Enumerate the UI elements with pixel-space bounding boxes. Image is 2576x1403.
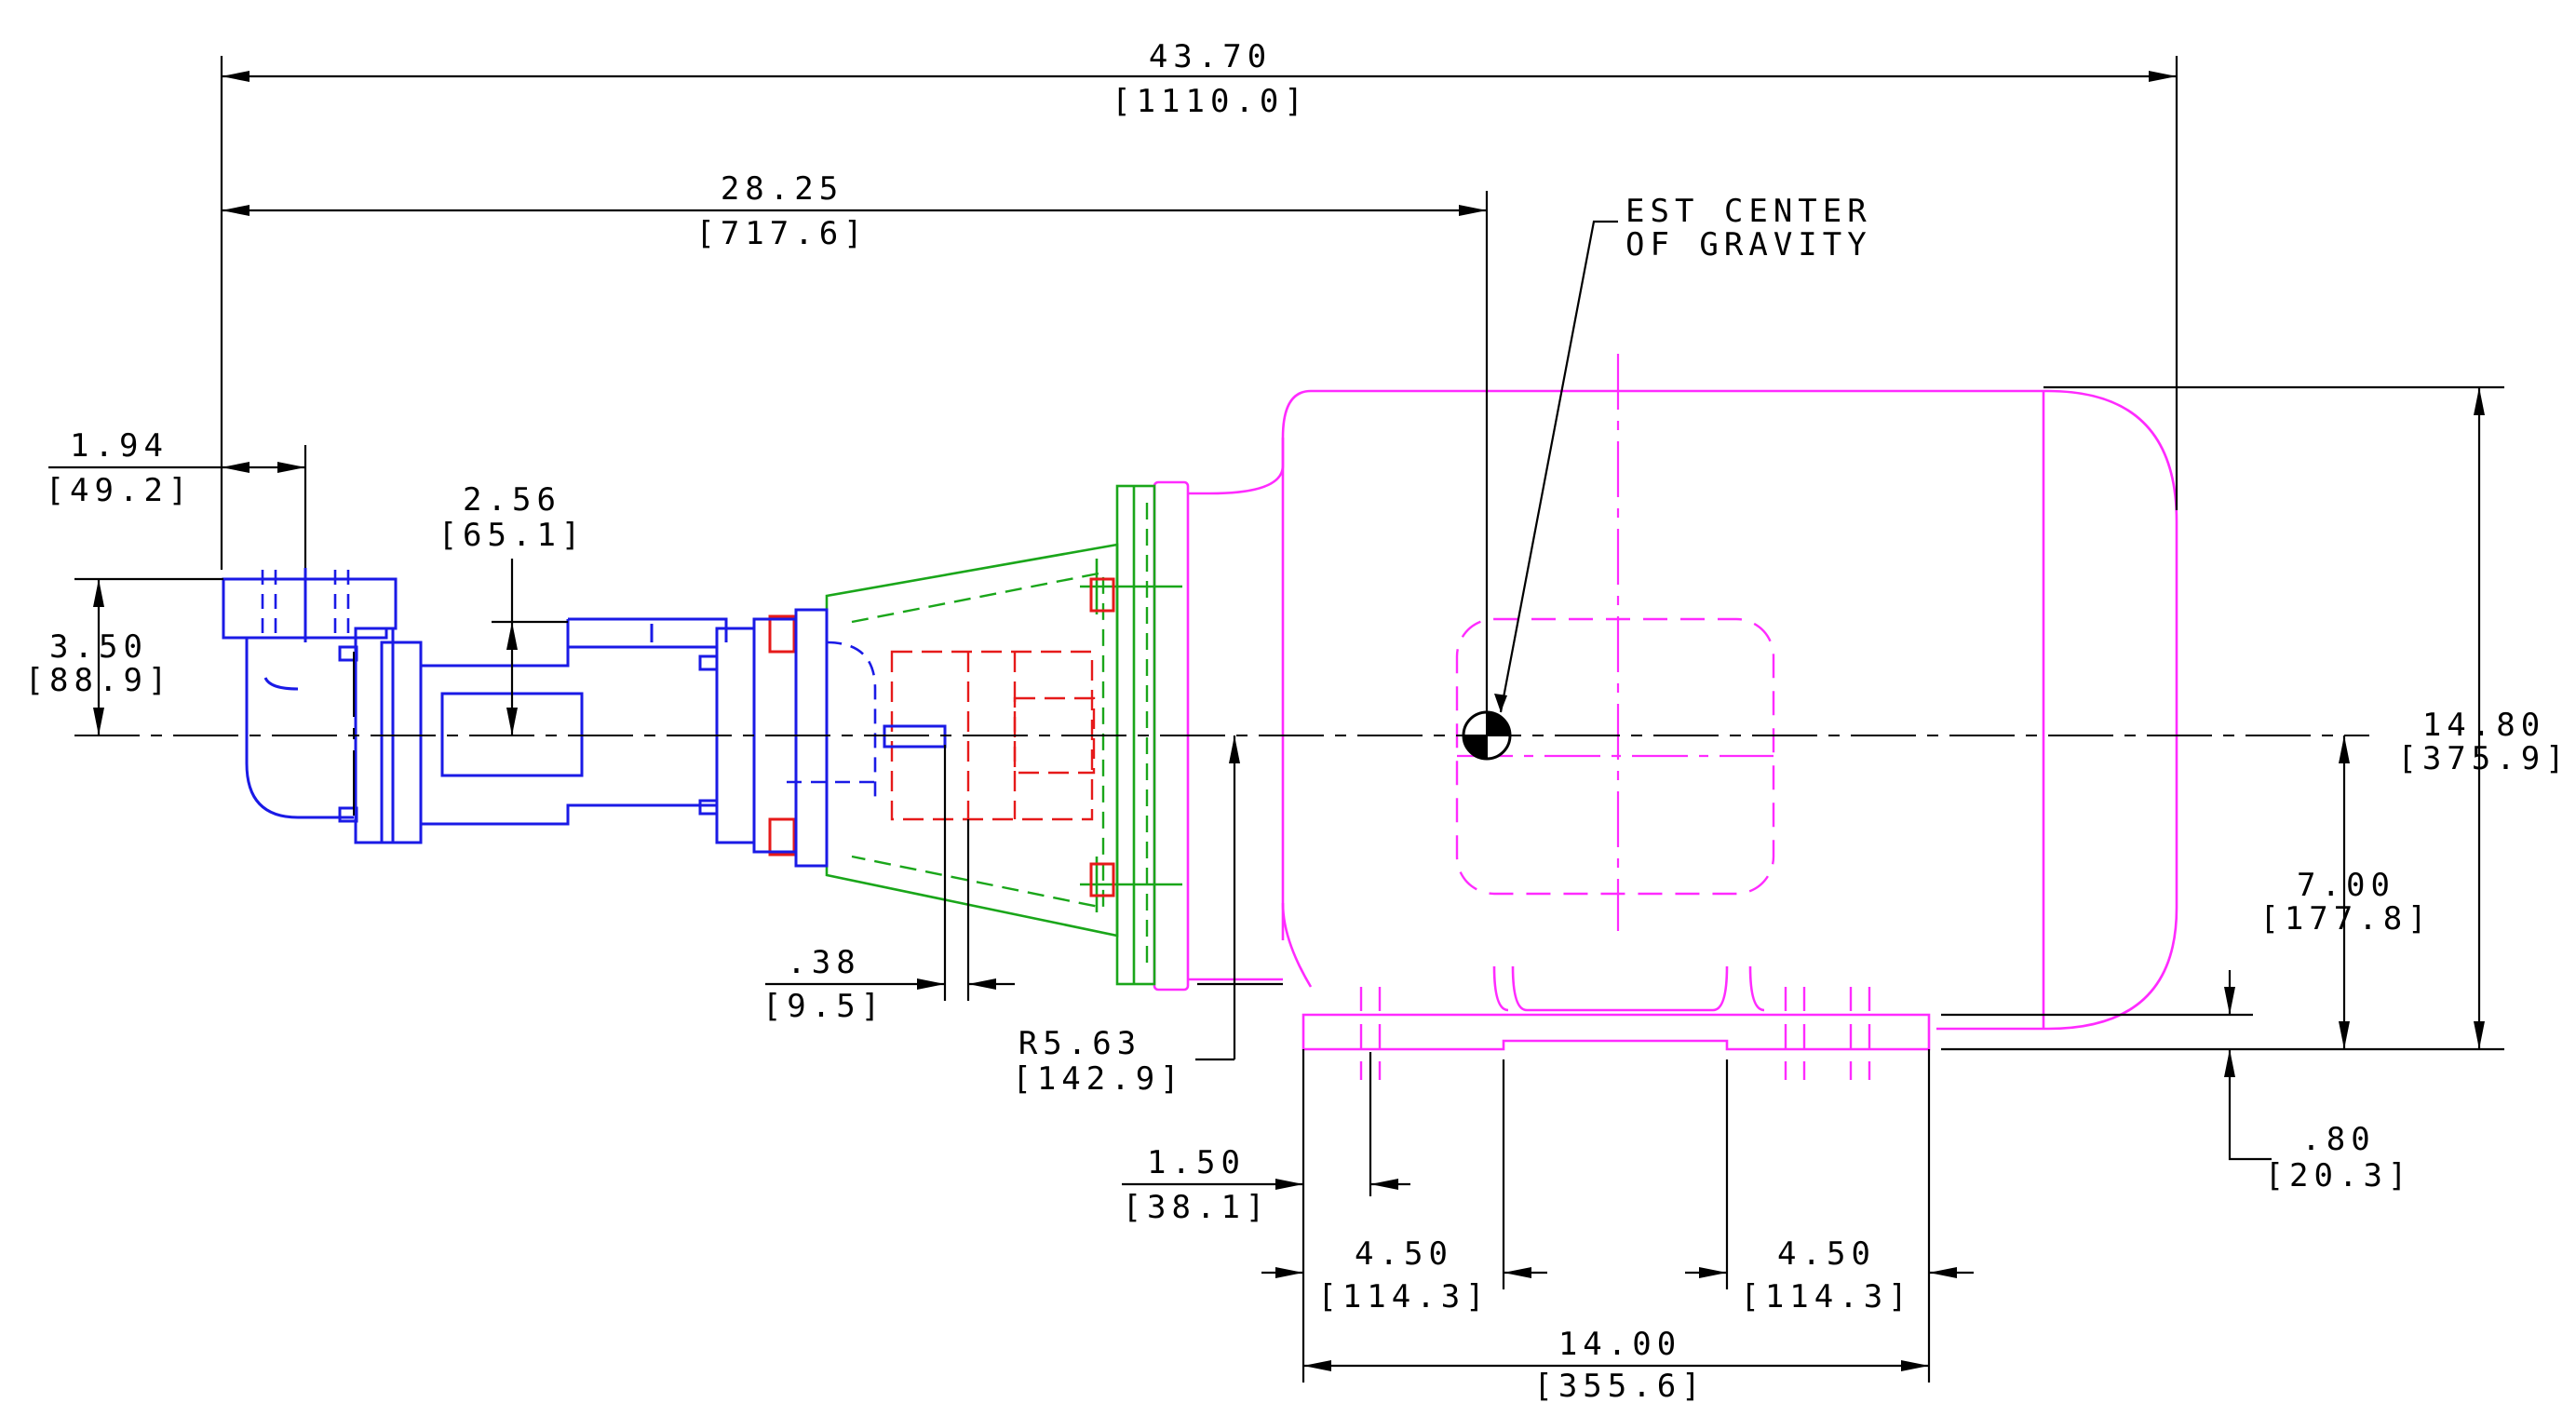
dim-foot-span <box>1303 1360 1929 1371</box>
dim-cg-location-mm: [717.6] <box>695 215 868 252</box>
motor-outline <box>1153 354 2178 1080</box>
dim-suction-offset-in: 1.94 <box>70 427 169 465</box>
dim-foot-right-mm: [114.3] <box>1740 1278 1912 1315</box>
dim-foot-offset-mm: [38.1] <box>1123 1189 1271 1226</box>
dim-suction-offset <box>48 445 307 568</box>
dim-discharge-height-in: 2.56 <box>463 481 561 519</box>
dim-radius <box>1195 735 1283 1061</box>
dim-foot-right-in: 4.50 <box>1777 1235 1876 1273</box>
center-of-gravity-symbol <box>1462 710 1512 761</box>
dim-overall-height-mm: [375.9] <box>2397 740 2569 777</box>
dim-foot-right <box>1685 1049 1974 1383</box>
dim-foot-left <box>1261 1059 1547 1289</box>
dim-suction-height-mm: [88.9] <box>25 662 173 699</box>
dim-foot-span-in: 14.00 <box>1558 1326 1681 1363</box>
dim-coupling-gap-mm: [9.5] <box>762 988 885 1025</box>
dim-discharge-height-mm: [65.1] <box>438 517 587 554</box>
dim-base-thickness <box>1941 970 2272 1161</box>
dim-radius-mm: [142.9] <box>1012 1060 1184 1098</box>
dim-foot-offset-in: 1.50 <box>1147 1144 1246 1181</box>
dim-overall-length-mm: [1110.0] <box>1112 83 1309 120</box>
dim-discharge-height <box>492 559 568 735</box>
dim-cg-location-in: 28.25 <box>721 170 843 208</box>
dim-coupling-gap <box>765 745 1015 1001</box>
cg-callout-line1: EST CENTER <box>1625 193 1872 230</box>
dim-coupling-gap-in: .38 <box>787 944 860 981</box>
dim-overall-length <box>220 56 2178 570</box>
pump-casing <box>222 568 947 868</box>
cg-callout-line2: OF GRAVITY <box>1625 226 1872 263</box>
dim-shaft-height-in: 7.00 <box>2297 867 2395 904</box>
dim-overall-length-in: 43.70 <box>1149 38 1272 75</box>
cg-leader <box>1494 220 1618 713</box>
dim-foot-left-in: 4.50 <box>1355 1235 1453 1273</box>
dim-base-thickness-mm: [20.3] <box>2265 1157 2413 1194</box>
dim-foot-span-mm: [355.6] <box>1533 1368 1706 1403</box>
dim-suction-height-in: 3.50 <box>49 628 148 666</box>
dim-foot-offset <box>1122 1049 1410 1383</box>
dim-suction-offset-mm: [49.2] <box>46 472 194 509</box>
dim-shaft-height-mm: [177.8] <box>2259 900 2432 938</box>
dim-shaft-height <box>2339 735 2350 1049</box>
dim-radius-in: R5.63 <box>1018 1025 1141 1062</box>
dim-overall-height <box>1941 385 2504 1051</box>
dim-overall-height-in: 14.80 <box>2422 707 2545 744</box>
dim-suction-height <box>74 577 223 735</box>
dim-base-thickness-in: .80 <box>2301 1121 2375 1158</box>
dim-foot-left-mm: [114.3] <box>1317 1278 1490 1315</box>
coupling <box>768 577 1115 897</box>
dim-cg-location <box>222 191 1489 712</box>
